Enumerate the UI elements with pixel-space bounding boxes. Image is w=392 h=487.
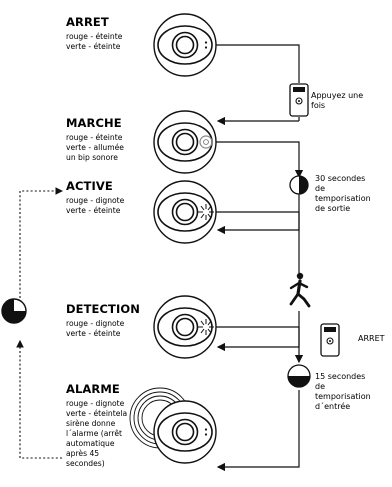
- timer-icon: [287, 364, 311, 388]
- motion-detector-icon: [153, 13, 217, 77]
- state-detection: DETECTION rouge - dignote verte - éteint…: [66, 295, 217, 359]
- state-alarme-title: ALARME: [66, 382, 120, 396]
- remote-control-icon: [289, 83, 309, 117]
- entry-delay-line-2: de: [315, 382, 325, 391]
- remote-on-label-2: fois: [311, 101, 325, 110]
- motion-detector-icon: [153, 180, 217, 244]
- state-detection-title: DETECTION: [66, 302, 140, 316]
- state-marche: MARCHE rouge - éteinte verte - allumée u…: [66, 110, 217, 174]
- state-marche-line-3: un bip sonore: [66, 153, 118, 162]
- entry-delay-line-4: d´entrée: [315, 401, 350, 411]
- state-marche-line-1: rouge - éteinte: [66, 133, 123, 142]
- timer-icon: [1, 298, 27, 324]
- state-detection-line-1: rouge - dignote: [66, 319, 125, 328]
- connector-marche-to-timer: [216, 141, 304, 179]
- dashed-loop-lower: [16, 339, 62, 459]
- connector-arret-to-remote: [216, 44, 300, 83]
- state-arret-line-1: rouge - éteinte: [66, 32, 123, 41]
- state-active-line-2: verte - éteinte: [66, 206, 121, 215]
- state-alarme-line-5: automatique: [66, 439, 115, 448]
- state-marche-title: MARCHE: [66, 116, 122, 130]
- blink-icon: [198, 319, 214, 335]
- exit-delay-line-4: de sortie: [315, 204, 350, 213]
- state-arret-line-2: verte - éteinte: [66, 42, 121, 51]
- state-alarme-line-6: après 45: [66, 449, 99, 458]
- state-marche-line-2: verte - allumée: [66, 143, 124, 152]
- connector-detection-to-timer: [216, 326, 304, 364]
- state-detection-line-2: verte - éteinte: [66, 329, 121, 338]
- state-alarme-line-2: verte - éteintela: [66, 409, 127, 418]
- state-active-title: ACTIVE: [66, 179, 113, 193]
- state-alarme: ALARME rouge - dignote verte - éteintela…: [66, 382, 217, 468]
- motion-detector-icon: [153, 400, 217, 464]
- state-arret: ARRET rouge - éteinte verte - éteinte: [66, 13, 217, 77]
- connector-to-detection: [216, 311, 300, 352]
- remote-off-label: ARRET: [358, 334, 385, 343]
- state-active-line-1: rouge - dignote: [66, 196, 125, 205]
- entry-delay-line-1: 15 secondes: [315, 372, 365, 381]
- remote-on-label-1: Appuyez une: [311, 91, 363, 100]
- motion-detector-icon: [153, 110, 217, 174]
- connector-active-to-person: [216, 211, 300, 273]
- entry-delay-line-3: temporisation: [315, 392, 371, 401]
- blink-icon: [198, 204, 214, 220]
- walking-person-icon: [289, 272, 311, 308]
- exit-delay-line-1: 30 secondes: [315, 174, 365, 183]
- timer-icon: [289, 175, 309, 195]
- remote-control-icon: [320, 323, 340, 357]
- connector-to-alarme: [216, 390, 300, 472]
- state-alarme-line-4: l´alarme (arrêt: [66, 429, 122, 438]
- state-alarme-line-7: secondes): [66, 459, 105, 468]
- exit-delay-line-2: de: [315, 184, 325, 193]
- state-arret-title: ARRET: [66, 15, 109, 29]
- connectors: [16, 44, 304, 472]
- state-alarme-line-1: rouge - dignote: [66, 399, 125, 408]
- dashed-loop-upper: [19, 187, 64, 298]
- state-alarme-line-3: sirène donne: [66, 419, 116, 428]
- motion-detector-icon: [153, 295, 217, 359]
- state-active: ACTIVE rouge - dignote verte - éteinte: [66, 179, 217, 244]
- exit-delay-line-3: temporisation: [315, 194, 371, 203]
